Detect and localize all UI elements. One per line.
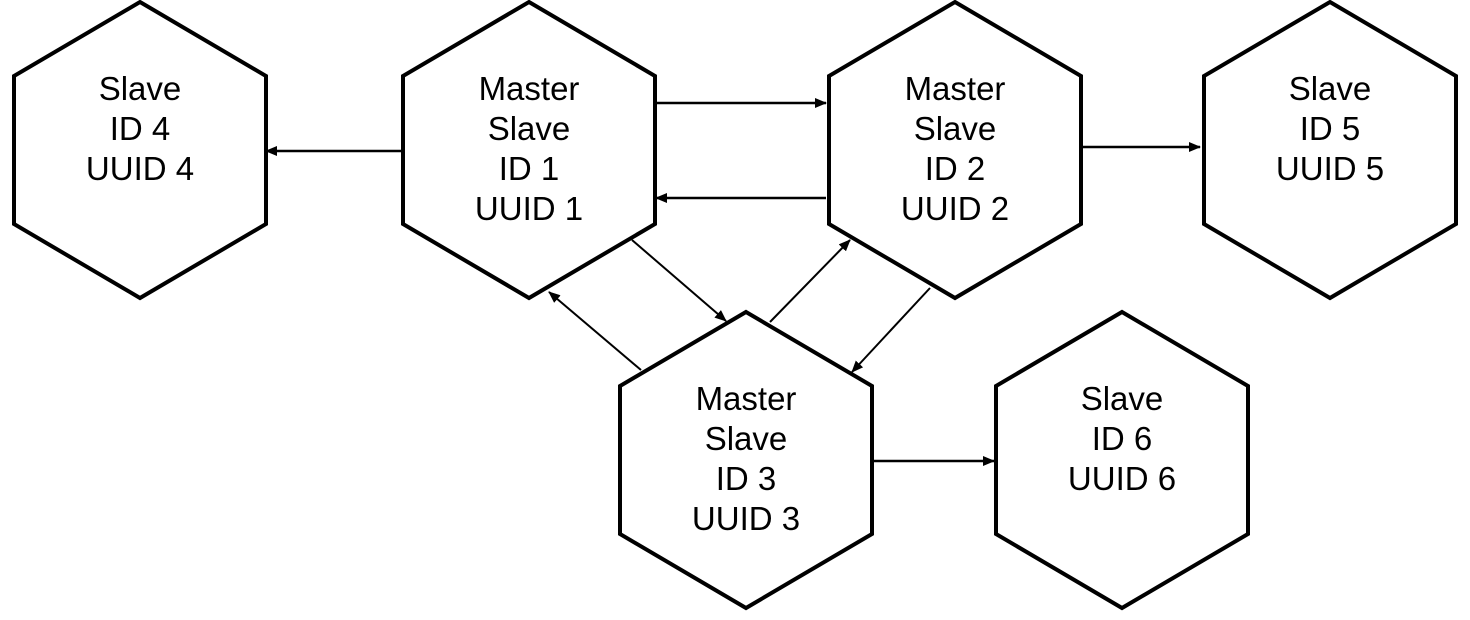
node-label-line: Master xyxy=(696,380,797,417)
node-label-line: UUID 2 xyxy=(901,190,1009,227)
node-label-line: UUID 3 xyxy=(692,500,800,537)
node-label-line: Slave xyxy=(488,110,571,147)
edge-n2-to-n3 xyxy=(851,287,931,373)
node-label-line: Slave xyxy=(1289,70,1372,107)
node-label-line: Master xyxy=(479,70,580,107)
node-label-line: UUID 4 xyxy=(86,150,194,187)
node-label-line: Slave xyxy=(99,70,182,107)
node-label-line: UUID 5 xyxy=(1276,150,1384,187)
edge-n3-to-n1 xyxy=(548,291,642,371)
node-label-line: ID 3 xyxy=(716,460,777,497)
node-label-line: Slave xyxy=(1081,380,1164,417)
node-label-line: ID 2 xyxy=(925,150,986,187)
node-label-line: Slave xyxy=(914,110,997,147)
node-label-line: ID 4 xyxy=(110,110,171,147)
node-label-line: ID 1 xyxy=(499,150,560,187)
node-label-line: ID 5 xyxy=(1300,110,1361,147)
node-label-line: Slave xyxy=(705,420,788,457)
edge-n1-to-n3 xyxy=(631,239,727,322)
hexagon-shape xyxy=(994,309,1250,611)
hexagon-shape xyxy=(1202,0,1458,301)
node-label-line: ID 6 xyxy=(1092,420,1153,457)
node-label-line: Master xyxy=(905,70,1006,107)
hexagon-shape xyxy=(401,0,657,301)
node-label-line: UUID 6 xyxy=(1068,460,1176,497)
edges-layer xyxy=(265,98,1201,466)
node-label-line: UUID 1 xyxy=(475,190,583,227)
hexagon-shape xyxy=(827,0,1083,301)
edge-n3-to-n2 xyxy=(769,239,851,323)
hexagon-shape xyxy=(12,0,268,301)
hexagon-shape xyxy=(618,309,874,611)
